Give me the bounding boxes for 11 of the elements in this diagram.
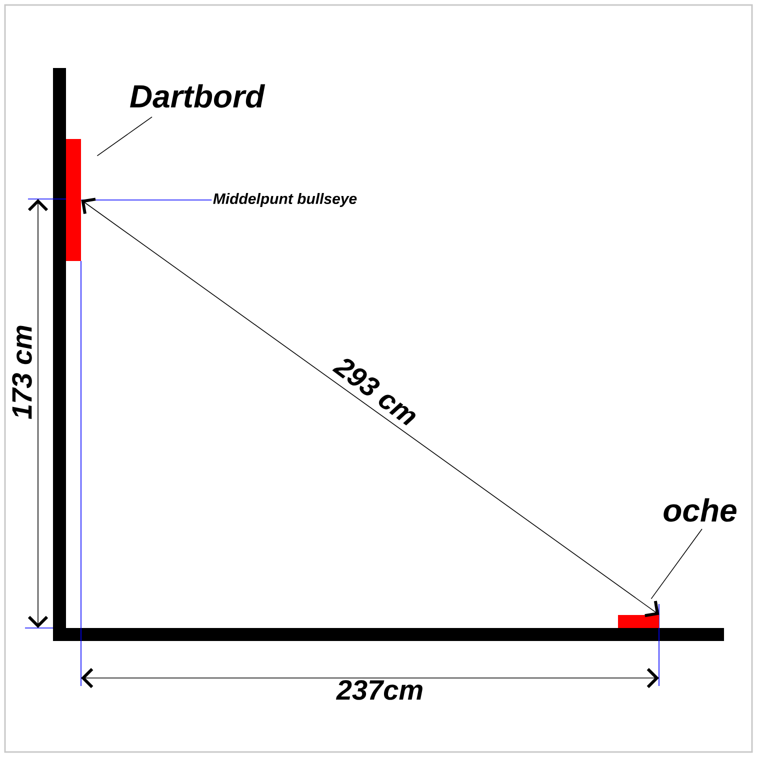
dimension-label: 173 cm — [12, 326, 32, 420]
arrow — [81, 198, 660, 618]
oche-marker — [618, 615, 659, 628]
callout-text: Dartbord — [130, 84, 266, 108]
callout-text: oche — [664, 498, 736, 522]
callout-text: Middelpunt bullseye — [213, 193, 357, 207]
leader-line — [650, 528, 702, 600]
dartboard — [66, 139, 81, 261]
edge-label: 293 cm — [332, 358, 416, 426]
leader-line — [96, 116, 152, 156]
dimension-label: 237cm — [336, 680, 422, 700]
